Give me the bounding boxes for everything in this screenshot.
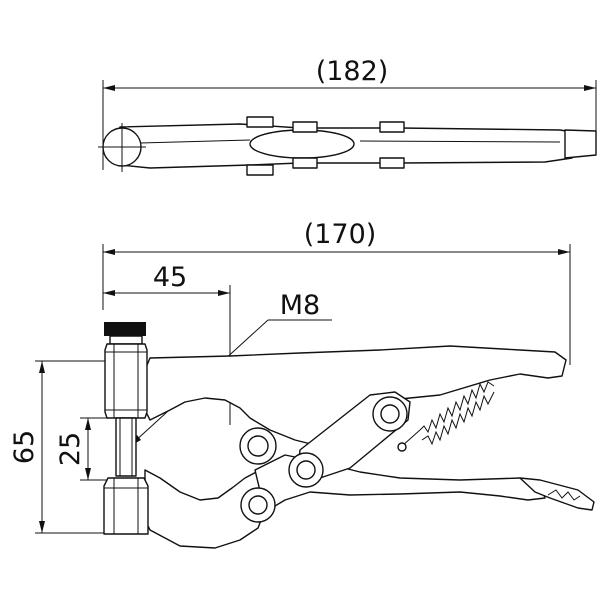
- top-view: (182): [98, 56, 597, 176]
- dimension-182-label: (182): [316, 56, 389, 87]
- pivot-rivets: [239, 396, 408, 523]
- dimension-170: (170): [103, 219, 570, 255]
- dimension-45: 45: [103, 262, 230, 296]
- dimension-65: 65: [9, 361, 45, 533]
- release-lever: [519, 477, 595, 511]
- tension-spring: [397, 381, 495, 452]
- adjusting-screw: [103, 322, 149, 535]
- thread-callout-label: M8: [280, 290, 320, 321]
- dimension-25-label: 25: [55, 432, 86, 466]
- dimension-45-label: 45: [153, 262, 187, 293]
- knurled-knob: [104, 322, 146, 336]
- dimension-182: (182): [103, 56, 596, 91]
- top-view-rivets: [246, 116, 405, 176]
- dimension-25: 25: [55, 418, 91, 480]
- upper-jaw-handle: [144, 345, 567, 446]
- dimension-65-label: 65: [9, 430, 40, 464]
- top-view-release-lever: [249, 129, 355, 159]
- top-view-screw-head: [98, 123, 146, 172]
- hex-body: [104, 343, 148, 419]
- threaded-rod: [115, 417, 137, 477]
- swivel-pad: [103, 477, 149, 535]
- side-view: (170) 45 M8 65: [9, 219, 595, 549]
- dimension-170-label: (170): [304, 219, 377, 250]
- top-view-end-tip: [564, 129, 597, 159]
